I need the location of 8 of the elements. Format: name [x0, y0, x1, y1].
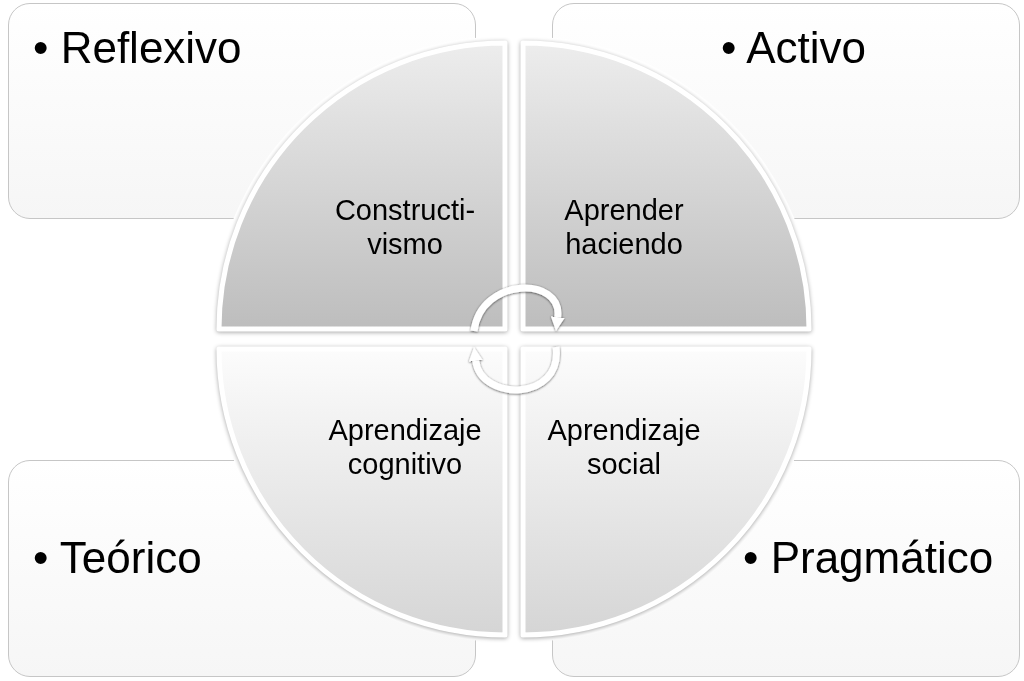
segment-label: Aprendizaje social: [546, 413, 702, 481]
list-item: • Activo: [721, 22, 867, 74]
list-item: • Reflexivo: [33, 22, 242, 74]
segment-label: Aprendizaje cognitivo: [327, 413, 483, 481]
segment-label: Aprender haciendo: [563, 193, 685, 261]
segment-label: Constructi- vismo: [333, 193, 477, 261]
list-item: • Pragmático: [743, 532, 994, 584]
list-item: • Teórico: [33, 532, 202, 584]
